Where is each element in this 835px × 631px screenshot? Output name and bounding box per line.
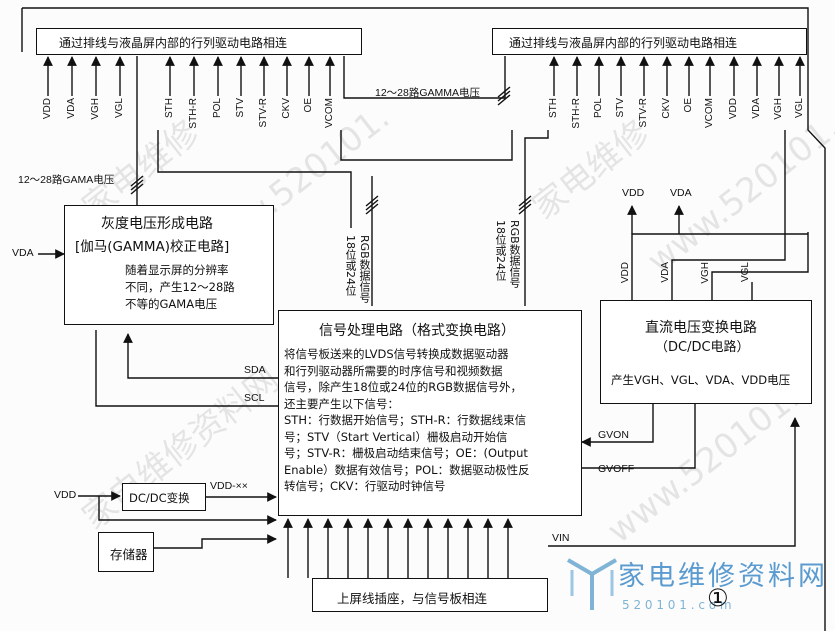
rgb-bus-label-left-1: 18位或24位 <box>344 235 357 296</box>
lcd-connect-box-left: 通过排线与液晶屏内部的行列驱动电路相连 <box>36 28 362 55</box>
dcdc-out-vgh: VGH <box>700 262 711 284</box>
pin-label-right-sth: STH <box>548 98 559 118</box>
pin-label-left-vda: VDA <box>66 98 77 119</box>
vda-input-label: VDA <box>12 247 34 259</box>
signal-desc-line: 号；STV-R：栅极启动结束信号；OE：(Output <box>284 446 528 460</box>
pin-label-left-stv: STV <box>235 98 246 118</box>
dcdc-title: 直流电压变换电路 <box>645 320 757 336</box>
pin-label-right-sth-r: STH-R <box>571 98 582 129</box>
pin-label-left-pol: POL <box>212 98 223 119</box>
memory-label: 存储器 <box>110 547 148 562</box>
rgb-bus-label-right-2: RGB数据信号 <box>508 220 521 288</box>
sda-label: SDA <box>244 364 266 376</box>
gamma-block: 灰度电压形成电路 [伽马(GAMMA)校正电路] 随着显示屏的分辨率 不同，产生… <box>64 205 274 325</box>
signal-desc-line: 还主要产生以下信号： <box>284 396 399 411</box>
gvon-label: GVON <box>598 429 629 441</box>
signal-desc-line: STH：行数据开始信号；STH-R：行数据线束信 <box>284 413 527 427</box>
lcd-connect-label-left: 通过排线与液晶屏内部的行列驱动电路相连 <box>59 36 288 50</box>
dcdc-desc: 产生VGH、VGL、VDA、VDD电压 <box>611 373 791 387</box>
signal-desc-line: 信号，除产生18位或24位的RGB数据信号外， <box>284 380 523 394</box>
gamma-title: 灰度电压形成电路 <box>101 216 213 232</box>
left-pin-arrows <box>43 56 335 96</box>
pin-label-right-vgh: VGH <box>773 98 784 120</box>
logo-text: 家电维修资料网 <box>618 561 828 592</box>
pin-label-left-vdd: VDD <box>42 98 53 120</box>
pin-label-right-vda: VDA <box>751 98 762 119</box>
rgb-bus-label-right-1: 18位或24位 <box>494 220 507 281</box>
dcdc-out-vdd: VDD <box>620 262 631 284</box>
lcd-connect-box-right: 通过排线与液晶屏内部的行列驱动电路相连 <box>492 28 807 55</box>
signal-desc-line: 将信号板送来的LVDS信号转换成数据驱动器 <box>284 347 509 361</box>
signal-block: 信号处理电路（格式变换电路） 将信号板送来的LVDS信号转换成数据驱动器和行列驱… <box>278 310 582 516</box>
lcd-connect-label-right: 通过排线与液晶屏内部的行列驱动电路相连 <box>509 36 738 50</box>
pin-label-left-sth-r: STH-R <box>188 98 199 129</box>
pin-label-right-stv-r: STV-R <box>638 98 649 128</box>
pin-label-right-ckv: CKV <box>661 98 672 119</box>
site-logo: 家电维修资料网 5 2 0 1 0 1 . c o m ① <box>562 546 832 626</box>
gamma-subtitle: [伽马(GAMMA)校正电路] <box>75 239 230 255</box>
small-dcdc-label: DC/DC变换 <box>129 491 190 505</box>
scl-label: SCL <box>244 392 265 404</box>
pin-label-left-vcom: VCOM <box>324 98 335 128</box>
memory-box: 存储器 <box>98 532 154 572</box>
gamma-bus-left-label: 12～28路GAMA电压 <box>18 174 115 186</box>
pin-label-left-stv-r: STV-R <box>258 98 269 128</box>
dcdc-out-vgl: VGL <box>740 262 751 283</box>
pin-label-right-oe: OE <box>683 98 694 113</box>
small-dcdc-box: DC/DC变换 <box>122 483 206 511</box>
dcdc-block: 直流电压变换电路 （DC/DC电路） 产生VGH、VGL、VDA、VDD电压 <box>600 300 812 404</box>
vdd-input-label: VDD <box>54 489 77 501</box>
pin-label-left-vgl: VGL <box>114 98 125 119</box>
vin-label: VIN <box>552 532 570 544</box>
pin-label-right-pol: POL <box>593 98 604 119</box>
connector-label: 上屏线插座，与信号板相连 <box>337 591 488 606</box>
pin-label-right-vdd: VDD <box>728 98 739 120</box>
circle-number: ① <box>707 584 729 612</box>
pin-label-left-sth: STH <box>164 98 175 118</box>
logo-mark-icon <box>566 558 618 610</box>
gamma-desc-3: 不等的GAMA电压 <box>125 297 218 311</box>
top-output-vda: VDA <box>670 187 692 199</box>
dcdc-out-vda: VDA <box>660 262 671 283</box>
pin-label-right-stv: STV <box>615 98 626 118</box>
signal-title: 信号处理电路（格式变换电路） <box>319 323 515 339</box>
connector-box: 上屏线插座，与信号板相连 <box>312 578 548 612</box>
signal-desc: 将信号板送来的LVDS信号转换成数据驱动器和行列驱动器所需要的时序信号和视频数据… <box>284 346 530 495</box>
right-pin-arrows <box>549 56 805 96</box>
gamma-desc-2: 不同，产生12～28路 <box>125 280 235 294</box>
pin-label-left-vgh: VGH <box>90 98 101 120</box>
pin-label-right-vgl: VGL <box>794 98 805 119</box>
logo-url: 5 2 0 1 0 1 . c o m <box>622 598 732 612</box>
vdd-xx-label: VDD-×× <box>210 480 248 492</box>
gamma-bus-top-label: 12～28路GAMMA电压 <box>375 87 481 99</box>
signal-desc-line: 号；STV（Start Vertical）栅极启动开始信 <box>284 429 508 444</box>
signal-desc-line: Enable）数据有效信号；POL：数据驱动极性反 <box>284 462 530 477</box>
top-output-vdd: VDD <box>622 187 645 199</box>
gvoff-label: GVOFF <box>598 463 635 475</box>
pin-label-left-oe: OE <box>303 98 314 113</box>
signal-desc-line: 和行列驱动器所需要的时序信号和视频数据 <box>284 363 503 378</box>
dcdc-subtitle: （DC/DC电路） <box>655 340 750 355</box>
rgb-bus-label-left-2: RGB数据信号 <box>358 235 371 303</box>
pin-label-left-ckv: CKV <box>281 98 292 119</box>
gamma-desc-1: 随着显示屏的分辨率 <box>125 263 229 277</box>
pin-label-right-vcom: VCOM <box>704 98 715 128</box>
signal-desc-line: 转信号；CKV：行驱动时钟信号 <box>284 479 446 493</box>
